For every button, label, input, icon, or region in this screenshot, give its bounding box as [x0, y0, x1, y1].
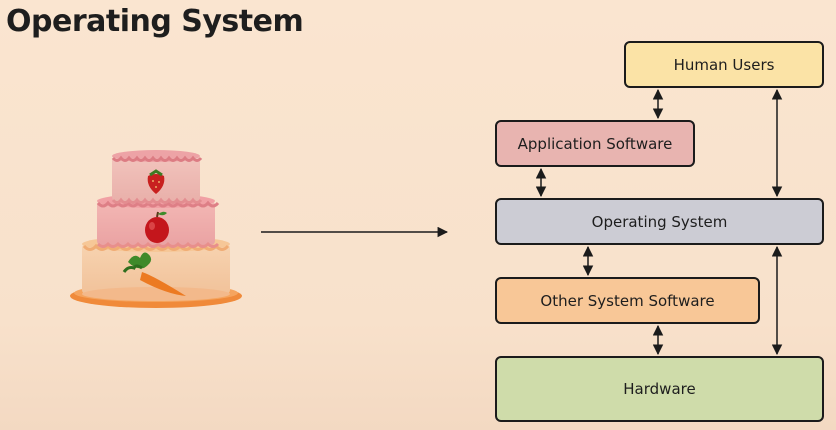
page-title: Operating System: [6, 4, 304, 39]
strawberry-icon: [147, 169, 165, 194]
other-system-software-box: Other System Software: [495, 277, 760, 324]
human-users-box: Human Users: [624, 41, 824, 88]
application-software-box: Application Software: [495, 120, 695, 167]
carrot-icon: [122, 252, 186, 296]
hardware-box: Hardware: [495, 356, 824, 422]
apple-icon: [145, 211, 169, 243]
operating-system-box: Operating System: [495, 198, 824, 245]
